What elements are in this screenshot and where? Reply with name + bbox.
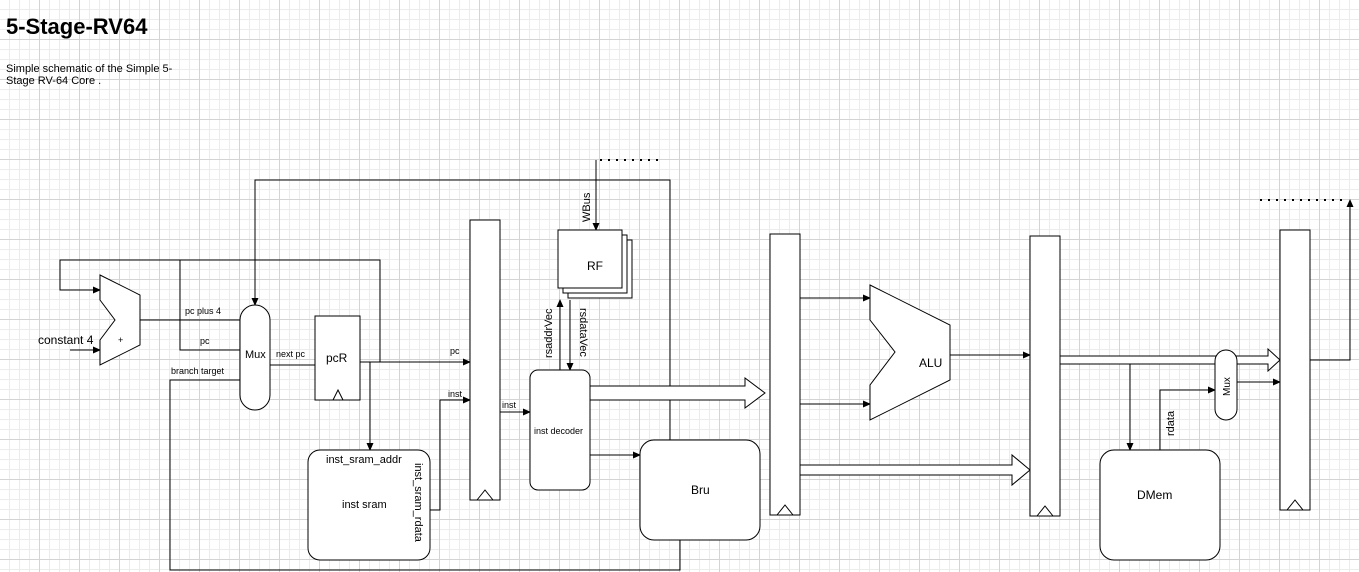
wbus-label: WBus	[581, 192, 593, 222]
adder-plus-label: +	[118, 335, 123, 345]
idex-clock-icon	[776, 504, 794, 516]
exmem-clock-icon	[1036, 505, 1054, 517]
bru	[639, 439, 761, 541]
idex-register	[769, 233, 801, 516]
inst-to-ifid-label: inst	[448, 389, 463, 399]
exmem-to-memwb-bus	[1059, 347, 1281, 373]
page-subtitle: Simple schematic of the Simple 5-Stage R…	[6, 63, 173, 87]
next-pc-label: next pc	[276, 349, 306, 359]
inst-sram-addr-label: inst_sram_addr	[326, 454, 402, 466]
alu	[869, 284, 951, 421]
inst-sram-label: inst sram	[342, 499, 387, 511]
pc-register-label: pcR	[326, 351, 348, 365]
ifid-register	[469, 219, 501, 501]
fetch-mux-label: Mux	[245, 349, 266, 361]
wb-mux	[1214, 349, 1238, 421]
pc-plus-4-label: pc plus 4	[185, 306, 221, 316]
rdata-label: rdata	[1165, 410, 1177, 436]
memwb-register	[1279, 229, 1311, 511]
pc-register-clock-icon	[332, 388, 344, 401]
rsaddr-vec-label: rsaddrVec	[543, 308, 555, 358]
bus-arrows	[589, 347, 1281, 487]
inst-sram	[307, 449, 431, 561]
pc-to-ifid-label: pc	[450, 346, 460, 356]
bru-label: Bru	[691, 483, 710, 497]
wires	[59, 159, 1354, 571]
adder: +	[99, 274, 141, 366]
branch-target-label: branch target	[171, 366, 225, 376]
inst-decoder	[529, 369, 591, 491]
exmem-register	[1029, 235, 1061, 517]
dmem	[1099, 449, 1221, 561]
pc-feedback-label: pc	[200, 336, 210, 346]
register-file-label: RF	[587, 259, 603, 273]
inst-to-decoder-label: inst	[502, 400, 517, 410]
register-file: RF	[557, 229, 633, 299]
wb-mux-label: Mux	[1222, 377, 1233, 396]
fetch-mux	[239, 304, 271, 411]
pc-register	[314, 315, 361, 401]
constant-4-label: constant 4	[38, 333, 94, 347]
ifid-clock-icon	[476, 489, 494, 501]
decoder-to-idex-bus	[589, 377, 766, 409]
page-title: 5-Stage-RV64	[6, 14, 148, 39]
idex-to-exmem-bus	[799, 453, 1031, 487]
inst-decoder-label: inst decoder	[534, 426, 583, 436]
alu-label: ALU	[919, 356, 942, 370]
dmem-label: DMem	[1137, 488, 1172, 502]
rsdata-vec-label: rsdataVec	[577, 308, 589, 357]
inst-sram-rdata-label: inst_sram_rdata	[412, 463, 424, 543]
memwb-clock-icon	[1286, 499, 1304, 511]
